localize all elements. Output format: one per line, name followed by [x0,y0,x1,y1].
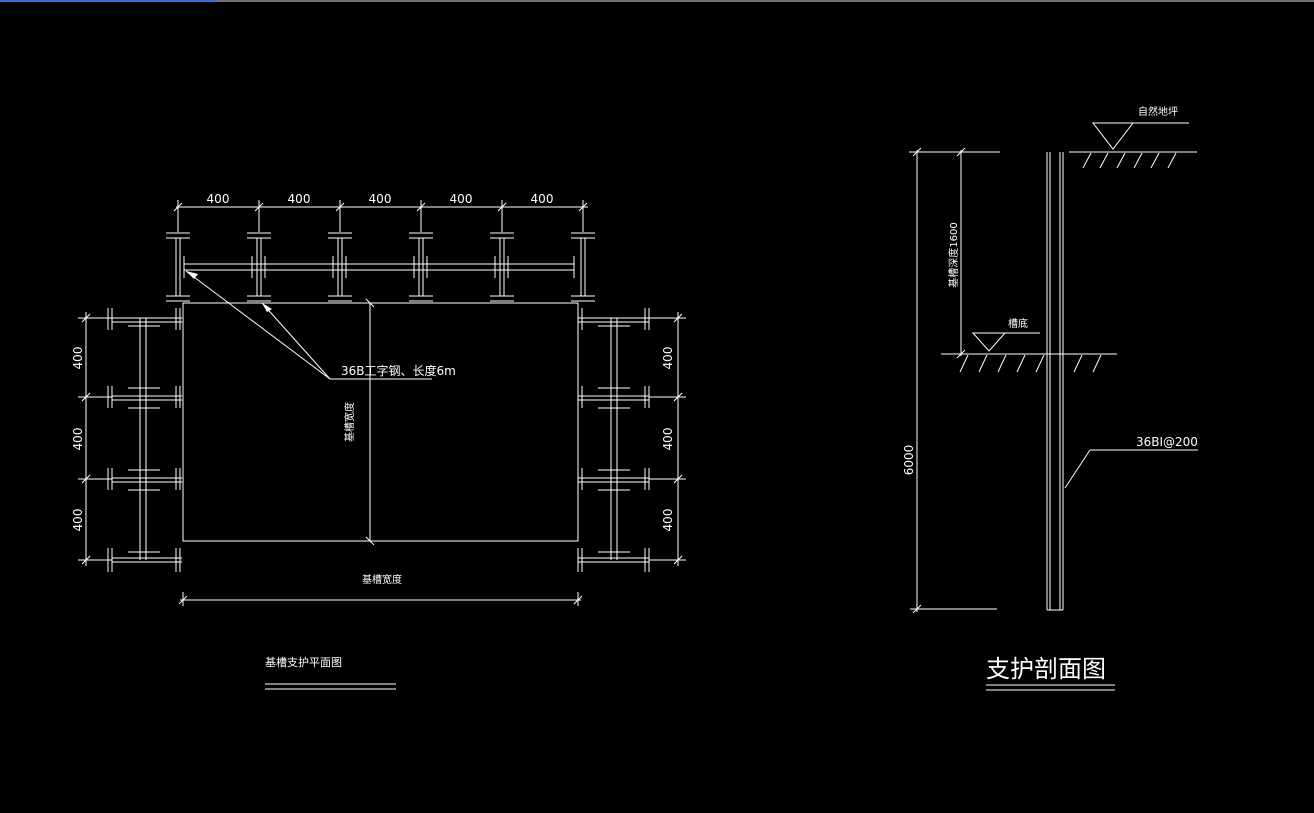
right-pile-column [577,308,650,572]
right-dimension-chain: 400 400 400 [649,312,686,566]
steel-leader: 36B工字钢、长度6m [185,270,456,380]
leader-arrow-2 [262,303,272,312]
top-dim-ticks [173,202,588,212]
top-pile-1 [166,232,190,302]
plan-view: 基槽宽度 基槽宽度 400 400 400 400 400 [71,192,686,690]
right-dim-text-3: 400 [661,509,675,532]
pit-outline [182,302,579,542]
left-dim-text-1: 400 [71,347,85,370]
left-dim-ext [78,317,112,561]
ground-level-symbol [1091,122,1135,150]
plan-title: 基槽支护平面图 [265,655,342,669]
top-pile-3 [328,232,352,302]
left-pile-2 [107,386,182,408]
right-dim-text-1: 400 [661,347,675,370]
tab-accent-bar [0,0,216,2]
section-title: 支护剖面图 [986,655,1106,683]
pit-bottom-label: 槽底 [1008,317,1028,330]
pit-depth-tick-bottom [365,536,375,546]
pile-leader-diag [1064,449,1091,489]
top-dim-text-2: 400 [288,192,311,206]
window-top-border [0,0,1314,2]
total-length-label: 6000 [902,445,916,476]
pit-width-label: 基槽宽度 [362,573,402,586]
excavation-dim-ticks [956,147,966,359]
pit-bottom-symbol [971,332,1007,352]
top-dim-text-4: 400 [450,192,473,206]
leader-arrow-1 [186,271,198,279]
pile-label: 36BI@200 [1136,435,1198,449]
right-waler-caps [598,325,630,553]
top-pile-5 [490,232,514,302]
pit-width-tick-right [573,595,583,605]
leader-line-2 [261,302,331,380]
left-pile-column [107,308,182,572]
top-pile-2 [247,232,271,302]
right-dim-text-2: 400 [661,428,675,451]
pit-depth-label: 基槽宽度 [343,402,356,442]
steel-label: 36B工字钢、长度6m [341,363,456,378]
excavation-depth-label: 基槽深度1600 [947,222,960,287]
total-length-ticks [912,147,922,614]
left-dim-text-2: 400 [71,428,85,451]
left-dim-text-3: 400 [71,509,85,532]
left-waler-caps [128,325,160,553]
left-pile-1 [107,308,182,330]
right-pile-3 [577,468,650,490]
pit-bottom-hatch [959,354,1102,373]
pit-width-tick-left [178,595,188,605]
right-dim-ticks [673,313,683,565]
top-dim-text-5: 400 [531,192,554,206]
top-pile-4 [409,232,433,302]
ground-label: 自然地坪 [1138,105,1178,118]
leader-line-1 [185,270,331,380]
right-dim-ext [649,317,686,561]
top-dimension-chain: 400 400 400 400 400 [173,192,588,232]
left-pile-3 [107,468,182,490]
right-pile-1 [577,308,650,330]
right-pile-2 [577,386,650,408]
top-pile-row [166,232,595,302]
top-waler-beams [183,256,575,278]
section-view: 自然地坪 槽底 6000 基槽深度1600 36BI@200 支护剖面图 [902,105,1198,691]
top-dim-text-3: 400 [369,192,392,206]
left-dimension-chain: 400 400 400 [71,312,112,566]
ground-hatch [1082,152,1177,169]
left-dim-ticks [81,313,91,565]
pit-depth-tick-top [365,298,375,308]
top-dim-text-1: 400 [207,192,230,206]
top-pile-6 [571,232,595,302]
